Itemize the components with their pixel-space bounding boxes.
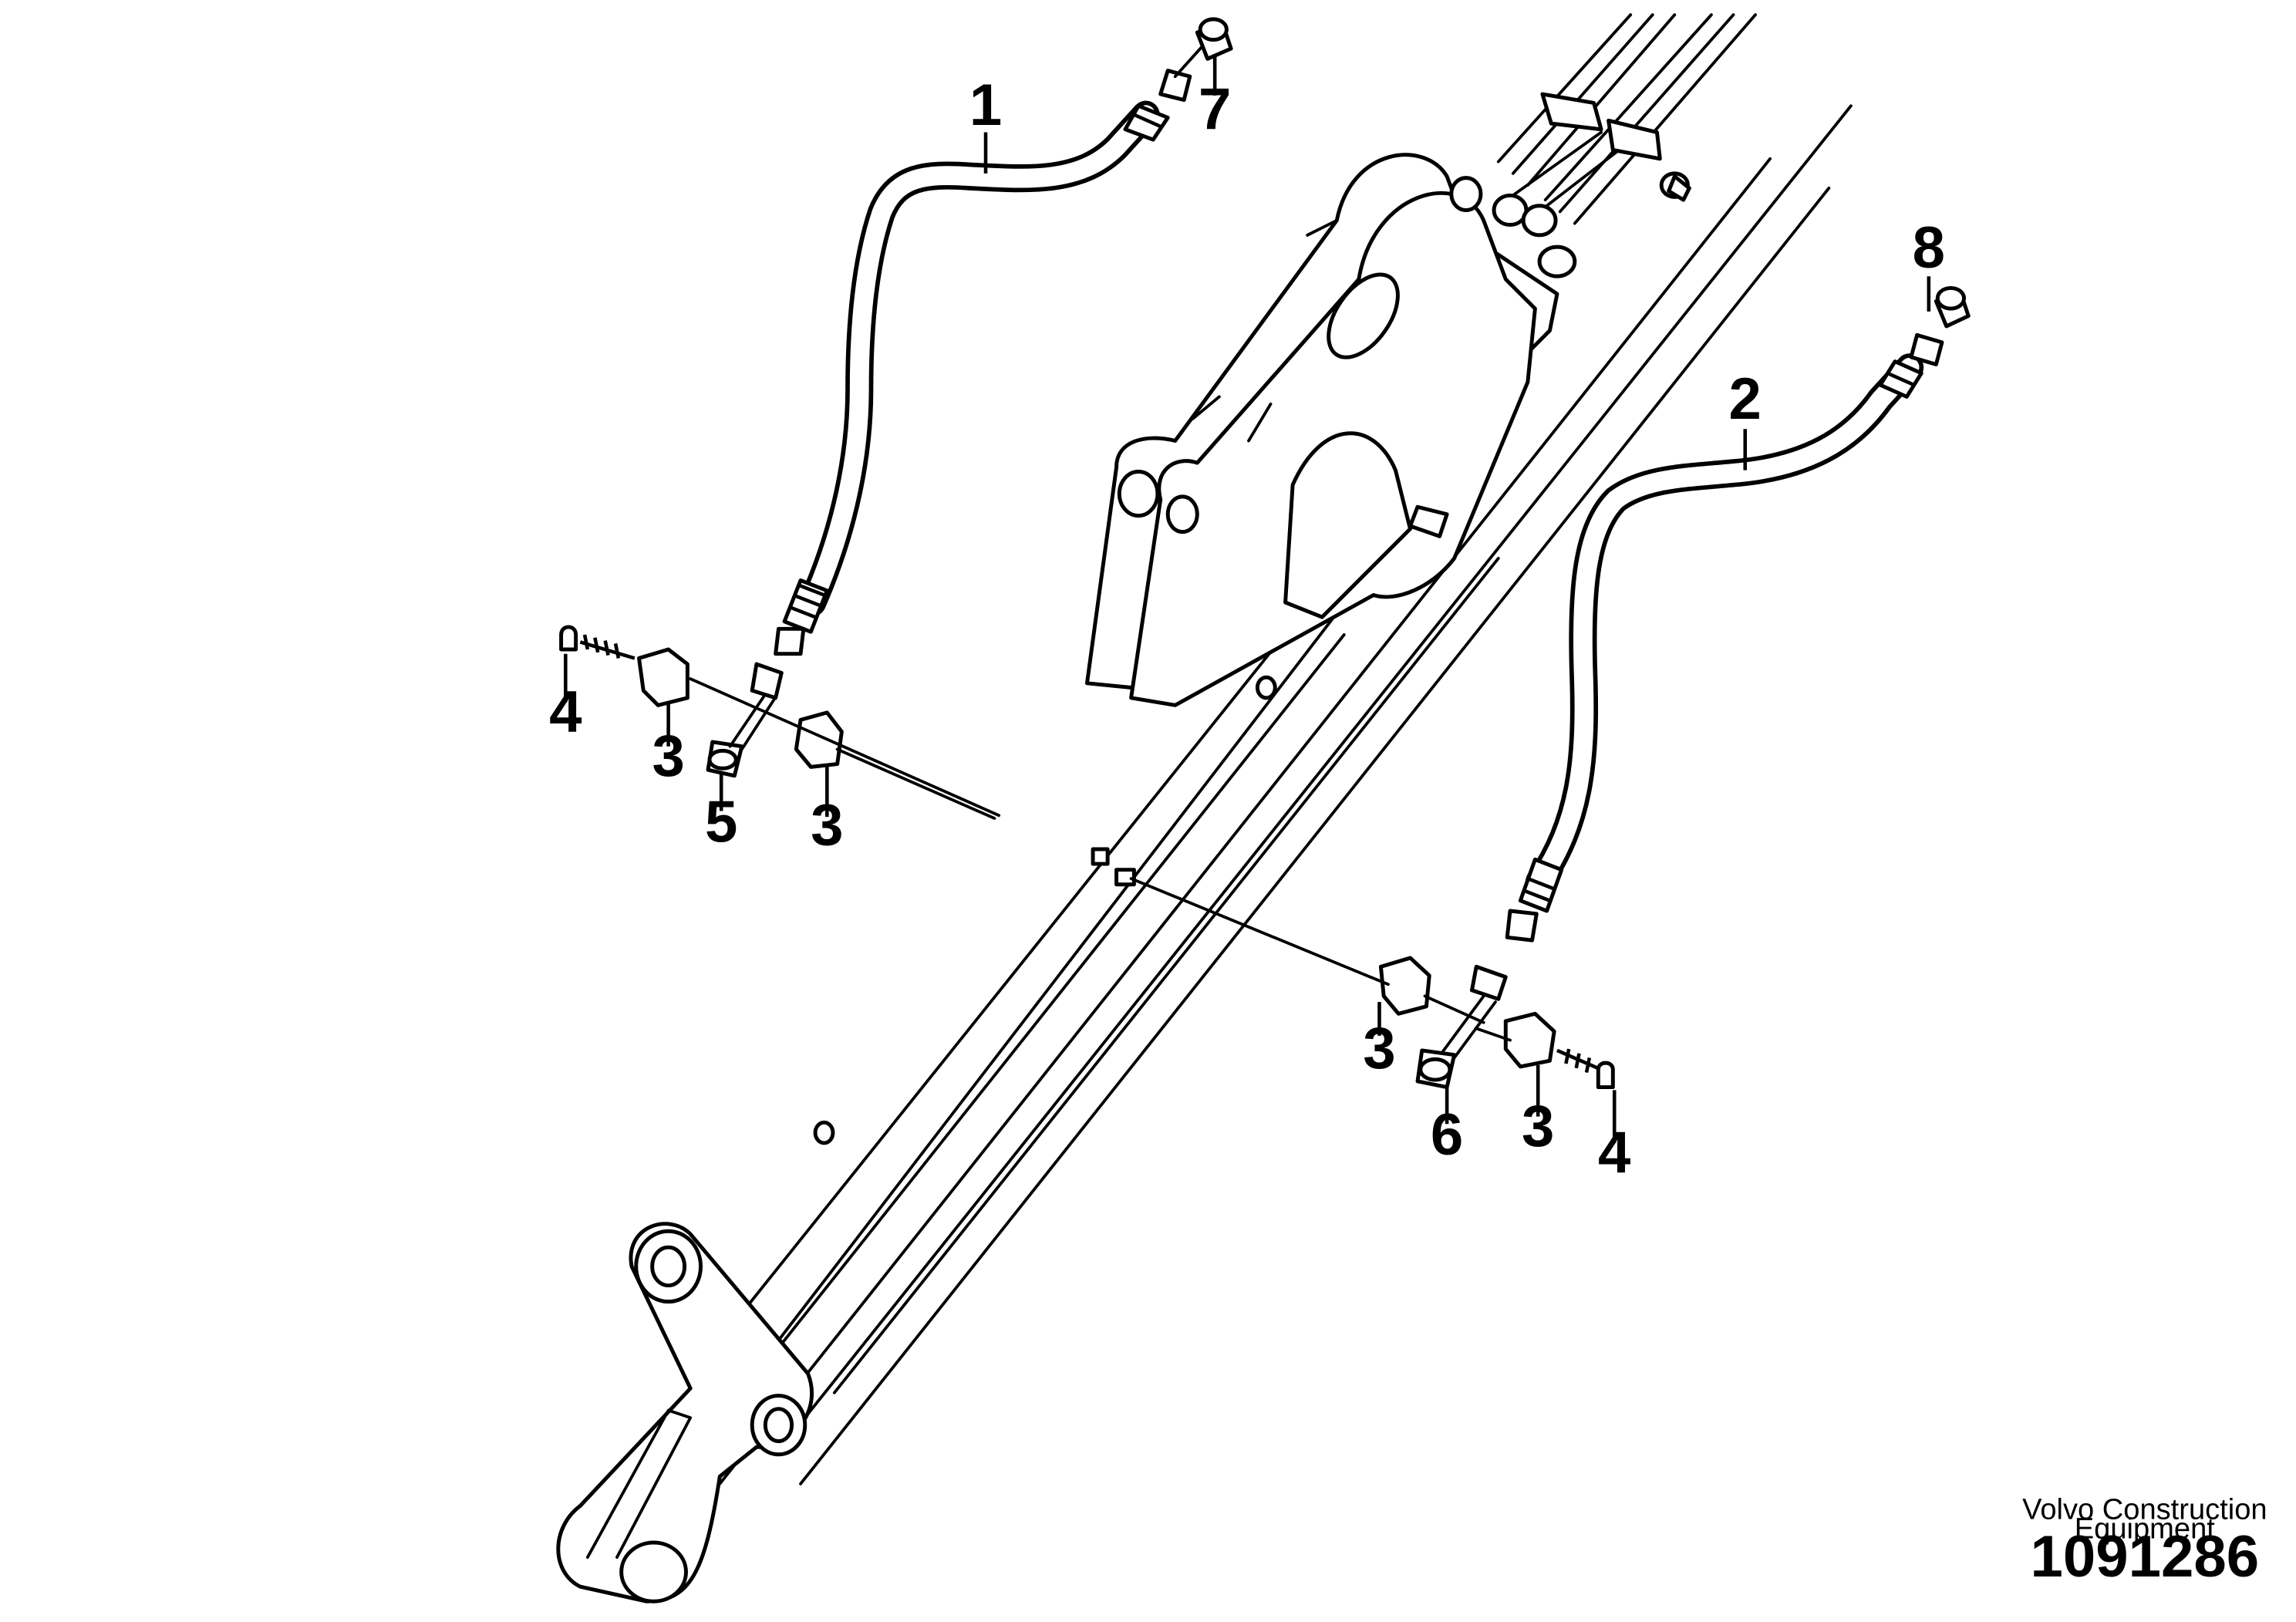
callout-7: 7 [1199, 77, 1231, 143]
callout-3a: 3 [652, 723, 684, 789]
leader-lines [564, 56, 1931, 1143]
callout-labels: 1 2 3 3 3 3 4 4 5 6 7 8 [549, 73, 1945, 1185]
title-block: Volvo Construction Equipment 1091286 [2022, 1494, 2267, 1590]
drawing-number: 1091286 [2031, 1524, 2260, 1590]
callout-4b: 4 [1598, 1120, 1630, 1185]
callout-3d: 3 [1522, 1094, 1554, 1159]
hose-assembly-left [559, 17, 1233, 820]
callout-3c: 3 [1363, 1016, 1395, 1081]
hose-assembly-right [1091, 285, 1971, 1090]
callout-6: 6 [1431, 1102, 1463, 1168]
callout-2: 2 [1729, 366, 1762, 432]
excavator-arm [556, 13, 1853, 1603]
callout-3b: 3 [811, 792, 843, 858]
callout-8: 8 [1913, 215, 1945, 281]
callout-4a: 4 [549, 679, 582, 745]
manufacturer-name-line1: Volvo Construction [2022, 1494, 2267, 1526]
callout-1: 1 [969, 73, 1002, 138]
manufacturer-name-line2: Equipment [2075, 1512, 2215, 1545]
callout-5: 5 [705, 789, 737, 855]
